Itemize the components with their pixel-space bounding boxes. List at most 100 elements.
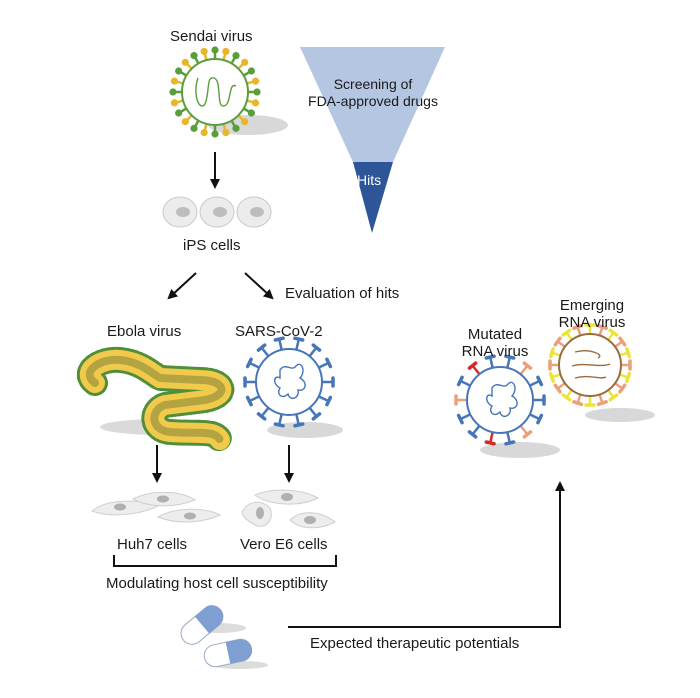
evaluation-label: Evaluation of hits (285, 285, 400, 302)
spike (293, 336, 305, 351)
spike (504, 354, 516, 369)
spike (175, 107, 188, 117)
spike (246, 99, 260, 107)
spike (248, 88, 261, 96)
spike (190, 52, 200, 65)
vero-label: Vero E6 cells (240, 536, 328, 553)
vero-e6-cells-icon (241, 489, 336, 529)
spike (619, 347, 632, 359)
funnel-upper (300, 47, 445, 162)
therapeutic-label: Expected therapeutic potentials (310, 635, 520, 652)
spike (572, 323, 584, 336)
spike (553, 336, 566, 348)
spike (561, 328, 573, 341)
screening-line1: Screening of (333, 76, 413, 92)
screening-funnel (300, 47, 445, 233)
spike (548, 347, 561, 359)
hits-label: Hits (357, 172, 382, 188)
spike (169, 88, 182, 96)
spike (548, 359, 559, 371)
spike (175, 67, 188, 77)
spike (504, 431, 516, 446)
spike (242, 67, 255, 77)
spike (561, 389, 573, 402)
spike (533, 394, 546, 406)
spike (619, 371, 632, 383)
spike (246, 77, 260, 85)
spike (245, 395, 260, 407)
screening-line2: FDA-approved drugs (308, 93, 438, 109)
spike (237, 114, 249, 126)
therapeutic-arrow (288, 481, 565, 628)
emerging-line1: Emerging (559, 297, 625, 314)
spike (273, 336, 285, 351)
spike (519, 361, 533, 375)
ips-cells-icon (162, 196, 272, 228)
spike (308, 343, 322, 357)
ips-cells-label: iPS cells (183, 237, 241, 254)
spike (572, 394, 584, 407)
sars-cov-2-icon (243, 336, 343, 438)
huh7-cells-icon (91, 491, 222, 523)
spike (553, 382, 566, 394)
bracket-line (113, 555, 337, 567)
funnel-hits (353, 162, 393, 233)
ebola-virus-icon (77, 346, 234, 453)
arrow-right-down-icon (244, 272, 274, 300)
spike (454, 394, 467, 406)
mutated-label: Mutated RNA virus (450, 326, 540, 360)
spike (190, 119, 200, 132)
spike (293, 413, 305, 428)
huh7-label: Huh7 cells (117, 536, 188, 553)
sendai-virus-icon (169, 46, 288, 138)
spike (596, 323, 608, 336)
spike (456, 413, 471, 425)
spike (484, 354, 496, 369)
spike (322, 376, 335, 388)
spike (230, 119, 240, 132)
spike (614, 382, 627, 394)
spike (245, 357, 260, 369)
spike (484, 431, 496, 446)
spike (614, 336, 627, 348)
screening-label: Screening of FDA-approved drugs (308, 76, 438, 110)
spike (607, 328, 619, 341)
spike (456, 375, 471, 387)
spike (170, 99, 184, 107)
spike (529, 413, 544, 425)
spike (243, 376, 256, 388)
spike (467, 361, 481, 375)
emerging-label: Emerging RNA virus (547, 297, 637, 331)
spike (273, 413, 285, 428)
spike (181, 114, 193, 126)
spike (222, 123, 230, 137)
spike (529, 375, 544, 387)
spike (548, 371, 561, 383)
modulating-label: Modulating host cell susceptibility (106, 575, 328, 592)
mutated-rna-virus-icon (454, 354, 560, 458)
spike (256, 343, 270, 357)
spike (211, 125, 219, 138)
sendai-virus-label: Sendai virus (170, 28, 253, 45)
spike (256, 407, 270, 421)
spike (318, 395, 333, 407)
spike (222, 47, 230, 61)
sars-cov-2-label: SARS-CoV-2 (235, 323, 323, 340)
mutated-line2: RNA virus (461, 343, 529, 360)
spike (607, 389, 619, 402)
emerging-rna-virus-icon (548, 323, 655, 422)
spike (318, 357, 333, 369)
spike (308, 407, 322, 421)
ebola-label: Ebola virus (107, 323, 182, 340)
spike (584, 396, 596, 407)
spike (621, 359, 632, 371)
spike (519, 425, 533, 439)
spike (584, 323, 596, 334)
spike (211, 46, 219, 59)
emerging-line2: RNA virus (558, 314, 626, 331)
spike (467, 425, 481, 439)
pills-icon (180, 605, 268, 669)
spike (181, 58, 193, 70)
spike (200, 47, 208, 61)
